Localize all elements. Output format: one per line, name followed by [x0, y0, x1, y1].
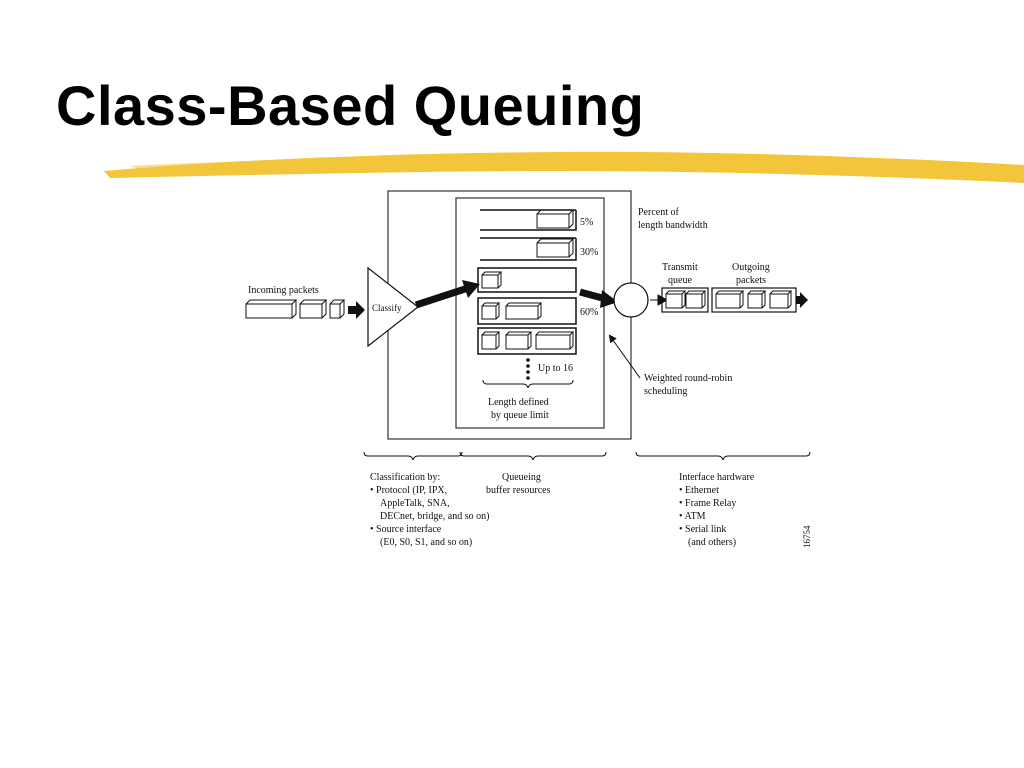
svg-text:Queueing: Queueing	[502, 472, 541, 483]
queue-row-5	[477, 327, 577, 355]
classify-to-queue-arrow	[414, 284, 470, 309]
queue-row-2	[480, 237, 577, 261]
svg-text:(and others): (and others)	[688, 537, 736, 548]
outgoing-arrow-icon	[796, 292, 808, 308]
svg-text:• Protocol (IP, IPX,: • Protocol (IP, IPX,	[370, 485, 447, 496]
queueing-brace	[459, 451, 607, 461]
svg-text:• ATM: • ATM	[679, 511, 706, 522]
classify-label: Classify	[372, 303, 402, 313]
slide-title: Class-Based Queuing	[56, 74, 645, 137]
svg-text:AppleTalk, SNA,: AppleTalk, SNA,	[380, 498, 450, 509]
transmit-label-line1: Transmit	[662, 262, 698, 273]
wrr-pointer-line	[608, 334, 641, 379]
classify-arrowhead-icon	[462, 280, 480, 298]
queue-1-percent: 5%	[580, 217, 593, 228]
queue-length-brace	[482, 379, 574, 389]
up-to-16-label: Up to 16	[538, 363, 573, 374]
title-underline-highlight	[104, 151, 1024, 183]
wrr-label-line1: Weighted round-robin	[644, 373, 732, 384]
percent-label-line1: Percent of	[638, 207, 679, 218]
scheduler-circle	[613, 282, 649, 318]
outgoing-label-line2: packets	[736, 275, 766, 286]
incoming-packets-label: Incoming packets	[248, 285, 319, 296]
transmit-queue	[661, 287, 709, 313]
hardware-caption: Interface hardware • Ethernet • Frame Re…	[679, 472, 755, 548]
queue-row-1	[480, 209, 577, 231]
outgoing-packets	[711, 287, 808, 313]
length-label-line2: by queue limit	[491, 410, 549, 421]
queueing-caption: Queueing buffer resources	[486, 472, 551, 496]
incoming-arrow-icon	[348, 301, 365, 319]
scheduler-arrowhead-icon	[600, 290, 618, 308]
transmit-label-line2: queue	[668, 275, 692, 286]
queue-row-3	[477, 267, 577, 293]
svg-text:Interface hardware: Interface hardware	[679, 472, 755, 483]
svg-text:• Serial link: • Serial link	[679, 524, 726, 535]
highlight-stroke-top	[130, 155, 1024, 170]
percent-label-line2: length bandwidth	[638, 220, 708, 231]
classify-triangle	[367, 266, 419, 348]
svg-text:(E0, S0, S1, and so on): (E0, S0, S1, and so on)	[380, 537, 472, 548]
to-transmit-arrow-icon	[650, 294, 669, 306]
svg-text:buffer resources: buffer resources	[486, 485, 551, 496]
queue-row-4	[477, 297, 577, 325]
queue-area-box	[455, 197, 605, 429]
svg-text:DECnet, bridge, and so on): DECnet, bridge, and so on)	[380, 511, 489, 522]
wrr-label-line2: scheduling	[644, 386, 687, 397]
svg-text:Classification by:: Classification by:	[370, 472, 440, 483]
incoming-packets	[245, 299, 365, 319]
svg-text:• Ethernet: • Ethernet	[679, 485, 719, 496]
queue-2-percent: 30%	[580, 247, 598, 258]
classification-brace	[363, 451, 463, 461]
length-label-line1: Length defined	[488, 397, 549, 408]
svg-text:• Frame Relay: • Frame Relay	[679, 498, 736, 509]
svg-text:• Source interface: • Source interface	[370, 524, 442, 535]
hardware-brace	[635, 451, 811, 461]
figure-id: 16754	[802, 525, 812, 548]
queue-4-percent: 60%	[580, 307, 598, 318]
outgoing-label-line1: Outgoing	[732, 262, 770, 273]
classification-caption: Classification by: • Protocol (IP, IPX, …	[370, 472, 489, 548]
more-queues-dots	[526, 358, 530, 380]
